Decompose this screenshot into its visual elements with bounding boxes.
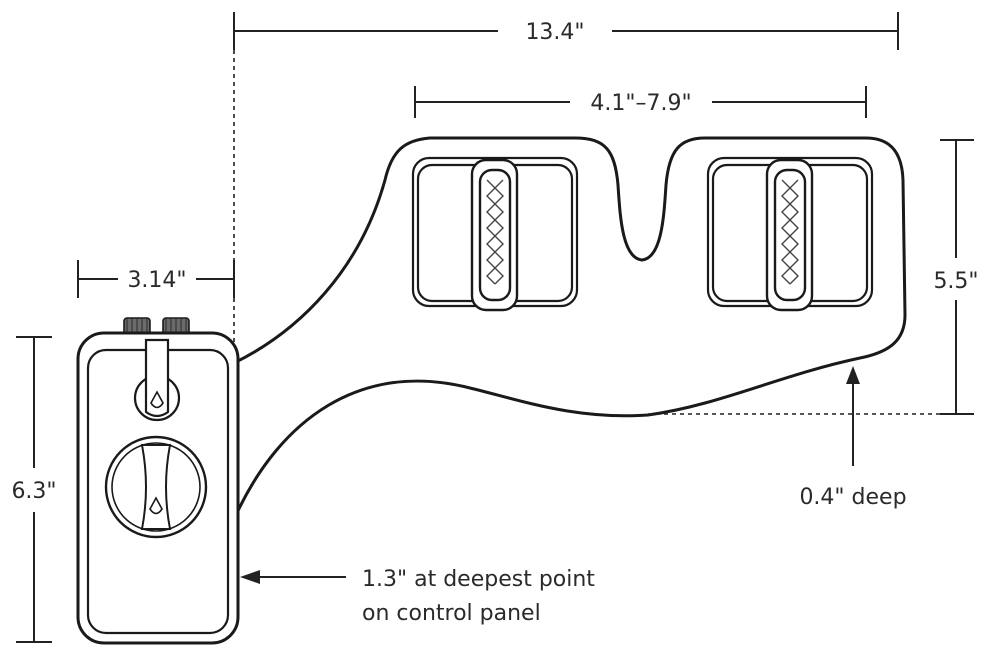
pressure-knob [133,338,181,422]
panel-width-label: 3.14" [127,268,186,293]
dimension-panel-height: 6.3" [11,336,57,643]
panel-depth-label-line2: on control panel [362,601,541,626]
height-label: 5.5" [933,269,978,294]
panel-height-label: 6.3" [11,479,56,504]
right-mount-pad [706,156,874,312]
left-mount-pad [411,156,579,312]
dimension-panel-width: 3.14" [77,260,235,298]
adjustable-width-label: 4.1"–7.9" [590,91,691,116]
panel-depth-arrow: 1.3" at deepest point on control panel [240,567,595,626]
attachment-plate-outline [234,136,907,516]
depth-label: 0.4" deep [799,485,906,510]
dimension-overall-length: 13.4" [233,12,899,50]
dimension-height: 5.5" [933,139,979,415]
overall-length-label: 13.4" [525,20,584,45]
depth-arrow: 0.4" deep [799,366,907,510]
control-panel [76,317,240,645]
panel-depth-label-line1: 1.3" at deepest point [362,567,595,592]
dimension-adjustable-width: 4.1"–7.9" [414,86,867,118]
control-dial [104,435,208,539]
